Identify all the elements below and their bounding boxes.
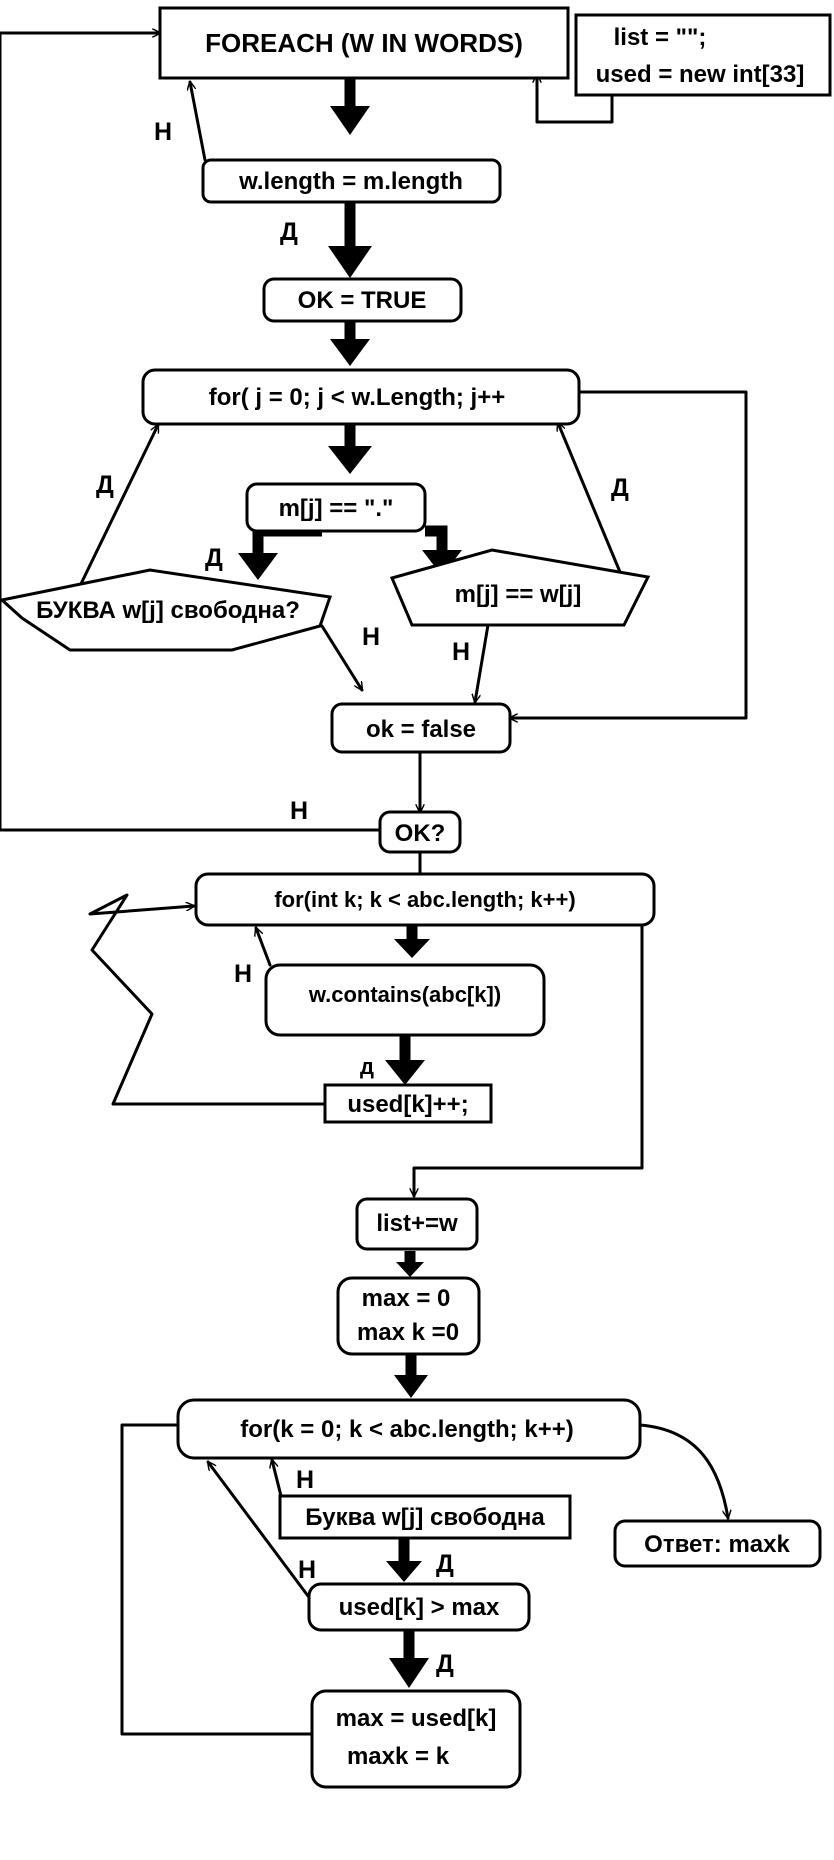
for-k-abc-text: for(int k; k < abc.length; k++): [274, 887, 575, 912]
label-yes: Д: [436, 1650, 454, 1678]
label-no: Н: [234, 960, 252, 988]
node-foreach: FOREACH (W IN WORDS): [158, 6, 570, 80]
label-yes: Д: [436, 1550, 454, 1578]
label-yes: Д: [280, 218, 298, 246]
forj-exit-arrow: [508, 390, 748, 718]
thick-arrows: [238, 78, 462, 1688]
ok-false-text: ok = false: [366, 716, 476, 743]
zigzag-loop: [88, 893, 330, 1106]
node-contains: w.contains(abc[k]): [264, 963, 546, 1037]
assign-1-text: max = used[k]: [336, 1705, 497, 1732]
node-used-gt-max: used[k] > max: [307, 1582, 531, 1632]
ok-true-text: OK = TRUE: [298, 287, 427, 314]
label-no: Н: [290, 797, 308, 825]
connector-lines: [0, 33, 748, 1736]
node-used-inc: used[k]++;: [323, 1083, 493, 1124]
fork2-exit-arrow: [638, 1423, 728, 1518]
answer-text: Ответ: maxk: [644, 1531, 790, 1558]
for-k2-text: for(k = 0; k < abc.length; k++): [240, 1416, 573, 1443]
label-yes-lower: д: [360, 1054, 374, 1079]
used-inc-text: used[k]++;: [347, 1091, 468, 1118]
label-yes: Д: [96, 471, 114, 499]
label-no: Н: [154, 118, 172, 146]
branch-labels: Н Д Д Д Д Н Н Н Н д Н Н Д Д: [96, 118, 629, 1678]
label-yes: Д: [611, 474, 629, 502]
label-no: Н: [362, 623, 380, 651]
node-answer: Ответ: maxk: [613, 1519, 822, 1568]
contains-no-arrow: [256, 928, 272, 967]
foreach-text: FOREACH (W IN WORDS): [205, 28, 523, 58]
for-j-text: for( j = 0; j < w.Length; j++: [209, 384, 505, 411]
used-gt-max-text: used[k] > max: [339, 1594, 500, 1621]
letter-yes-arrow: [76, 425, 160, 592]
label-yes: Д: [205, 544, 223, 572]
node-for-j: for( j = 0; j < w.Length; j++: [141, 368, 581, 426]
node-ok-q: OK?: [378, 810, 462, 854]
mj-no-arrow: [475, 623, 490, 702]
node-max-init: max = 0 max k =0: [336, 1276, 481, 1356]
letter-free-text: БУКВА w[j] свободна?: [36, 597, 300, 624]
ok-q-text: OK?: [395, 820, 446, 847]
label-no: Н: [452, 638, 470, 666]
label-no: Н: [298, 1556, 316, 1584]
node-letter-free: БУКВА w[j] свободна?: [0, 568, 333, 652]
fork-exit-arrow: [414, 918, 644, 1198]
node-assign: max = used[k] maxk = k: [310, 1689, 522, 1789]
assign-2-text: maxk = k: [347, 1743, 450, 1770]
node-ok-false: ok = false: [330, 702, 512, 754]
node-init: list = ""; used = new int[33]: [574, 13, 832, 97]
node-ok-true: OK = TRUE: [262, 277, 463, 323]
max-init-1-text: max = 0: [362, 1285, 451, 1312]
loop-back-line: [0, 33, 382, 832]
mj-eq-wj-text: m[j] == w[j]: [455, 581, 582, 608]
letter-free2-text: Буква w[j] свободна: [305, 1504, 545, 1531]
node-letter-free2: Буква w[j] свободна: [278, 1494, 572, 1540]
node-len-check: w.length = m.length: [201, 158, 502, 204]
len-no-arrow: [190, 82, 207, 162]
letter-no-arrow: [320, 624, 364, 690]
node-for-k-abc: for(int k; k < abc.length; k++): [194, 872, 656, 927]
usedgt-no-arrow: [208, 1462, 313, 1602]
len-check-text: w.length = m.length: [238, 168, 463, 195]
node-list-add: list+=w: [355, 1197, 479, 1251]
fork2-loop-arrow: [120, 1425, 314, 1736]
node-mj-eq-wj: m[j] == w[j]: [389, 548, 651, 627]
init-line1-text: list = "";: [614, 24, 707, 51]
node-for-k2: for(k = 0; k < abc.length; k++): [176, 1398, 642, 1460]
label-no: Н: [296, 1466, 314, 1494]
mj-yes-arrow: [558, 423, 622, 574]
list-add-text: list+=w: [376, 1210, 458, 1237]
max-init-2-text: max k =0: [357, 1319, 459, 1346]
init-line2-text: used = new int[33]: [596, 61, 805, 88]
contains-text: w.contains(abc[k]): [308, 982, 501, 1007]
mj-dot-text: m[j] == ".": [279, 495, 394, 522]
init-arrow: [537, 73, 614, 124]
node-mj-dot: m[j] == ".": [245, 482, 427, 533]
